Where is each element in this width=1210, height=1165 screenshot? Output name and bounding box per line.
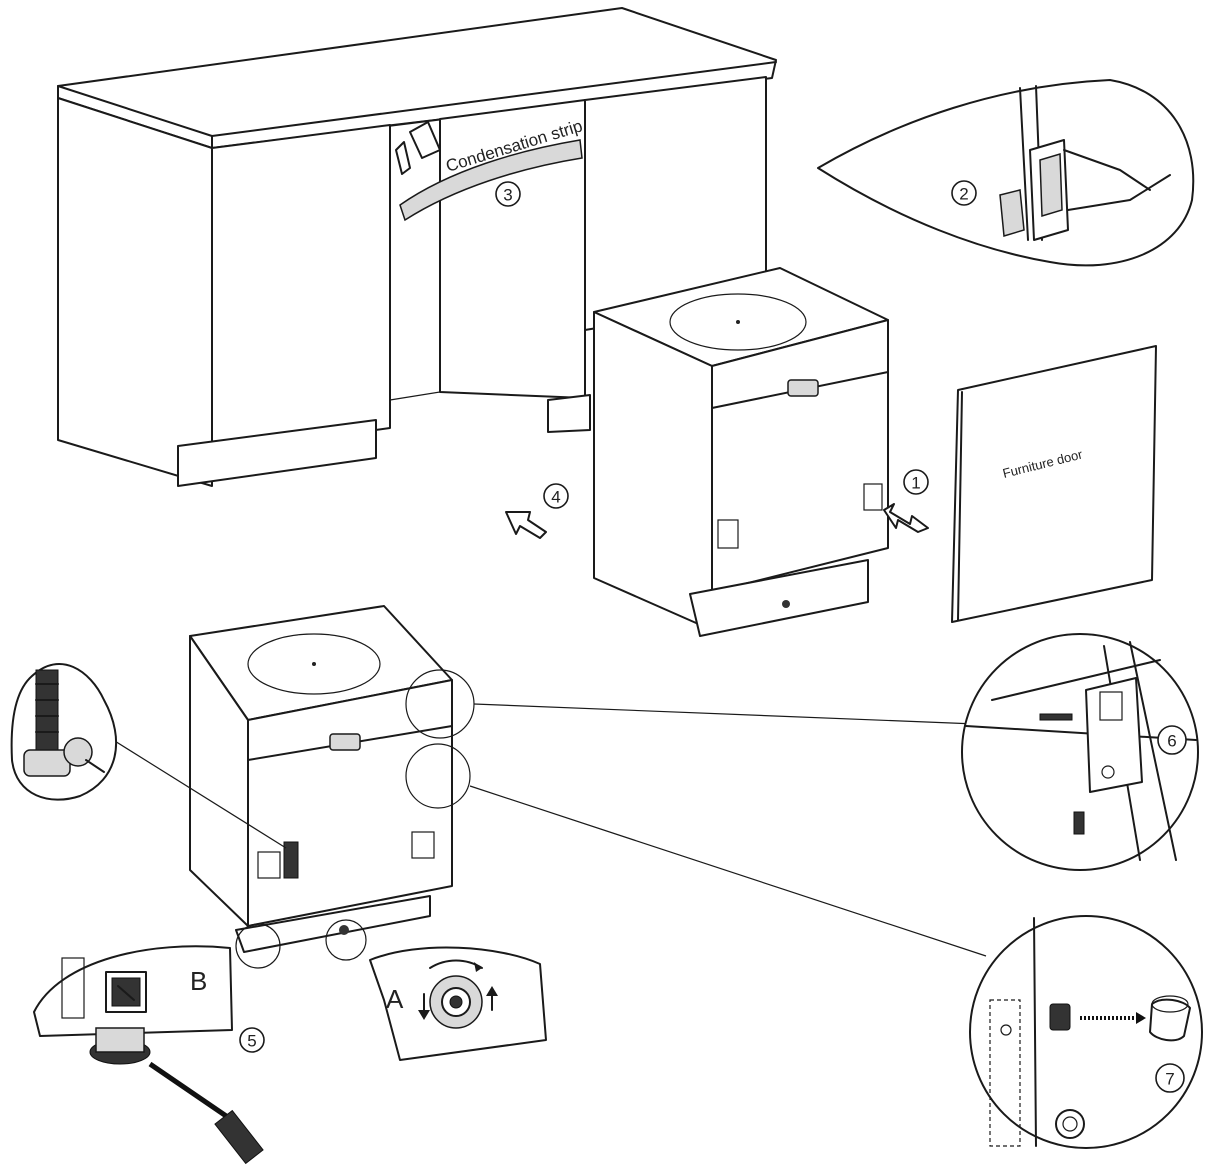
kitchen-cabinet: Condensation strip 3 — [57, 7, 777, 487]
dishwasher-lower — [109, 605, 987, 969]
step-3-label: 3 — [503, 186, 512, 205]
detail-b-leveling: B 5 — [33, 945, 265, 1165]
dishwasher-upper: 1 4 — [505, 267, 929, 637]
step-7-label: 7 — [1165, 1070, 1174, 1089]
furniture-door: Furniture door — [951, 345, 1157, 623]
step-2-label: 2 — [959, 185, 968, 204]
hinge-detail: 2 — [817, 79, 1195, 267]
step-5-label: 5 — [247, 1032, 256, 1051]
detail-7-screw-fixing: 7 — [969, 915, 1203, 1149]
detail-b-letter: B — [190, 966, 207, 996]
adjustable-foot-detail — [10, 663, 117, 801]
step-4-label: 4 — [551, 488, 560, 507]
detail-a-rotation: A — [369, 946, 547, 1061]
step-1-label: 1 — [911, 474, 920, 493]
step-6-label: 6 — [1167, 732, 1176, 751]
detail-6-top-bracket: 6 — [961, 633, 1199, 871]
detail-a-letter: A — [386, 984, 404, 1014]
